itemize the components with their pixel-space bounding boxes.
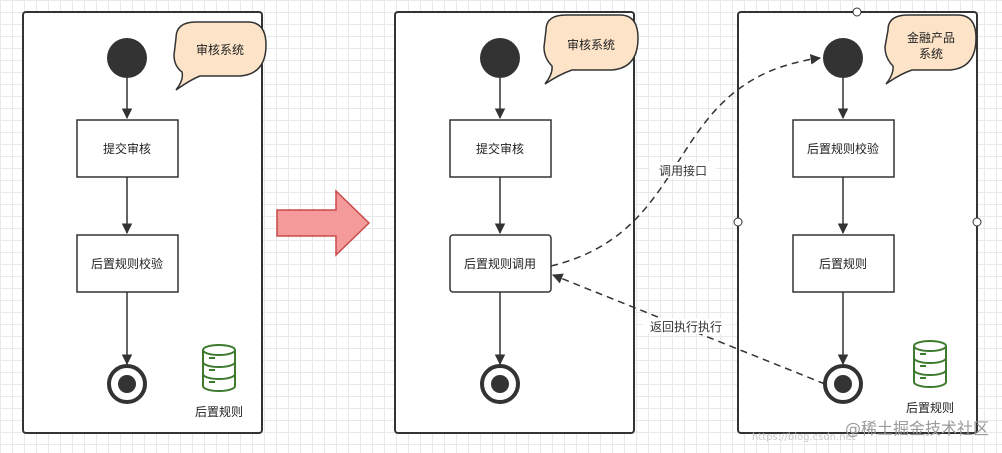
panel-1-frame	[22, 11, 263, 434]
panel-2: 审核系统 提交审核 后置规则调用	[394, 11, 639, 434]
step-label: 后置规则	[819, 256, 867, 271]
step-post-rule-check	[76, 234, 179, 293]
database-label: 后置规则	[906, 400, 954, 415]
step-label: 后置规则校验	[91, 256, 163, 271]
start-node	[823, 38, 863, 78]
watermark: @稀土掘金技术社区	[845, 419, 989, 438]
call-interface-label: 调用接口	[659, 163, 707, 178]
step-post-rule	[792, 234, 895, 293]
bubble-text: 审核系统	[567, 37, 615, 52]
panel-3: 金融产品 系统 后置规则校验 后置规则 后置规则	[733, 7, 982, 434]
step-submit-review	[449, 119, 552, 178]
database-icon	[913, 340, 947, 388]
step-label: 后置规则校验	[807, 141, 879, 156]
database-icon	[202, 344, 236, 392]
bubble-text-line1: 金融产品	[907, 30, 955, 45]
panel-2-frame	[394, 11, 635, 434]
step-label: 提交审核	[476, 141, 524, 156]
step-post-rule-check	[792, 119, 895, 178]
start-node	[480, 38, 520, 78]
faint-watermark: https://blog.csdn.net	[752, 432, 856, 443]
panel-1: 审核系统 提交审核 后置规则校验 后置规则	[22, 11, 267, 434]
speech-bubble: 审核系统	[173, 21, 267, 91]
bubble-text-line2: 系统	[919, 47, 943, 61]
step-label: 后置规则调用	[464, 256, 536, 271]
resize-handle[interactable]	[852, 7, 862, 17]
start-node	[107, 38, 147, 78]
speech-bubble: 金融产品 系统	[884, 14, 977, 85]
speech-bubble: 审核系统	[543, 14, 639, 85]
resize-handle[interactable]	[733, 217, 743, 227]
resize-handle[interactable]	[972, 217, 982, 227]
transition-arrow-icon	[276, 189, 371, 257]
step-label: 提交审核	[103, 141, 151, 156]
database-label: 后置规则	[195, 404, 243, 419]
return-label: 返回执行执行	[650, 320, 722, 334]
bubble-text: 审核系统	[196, 42, 244, 57]
